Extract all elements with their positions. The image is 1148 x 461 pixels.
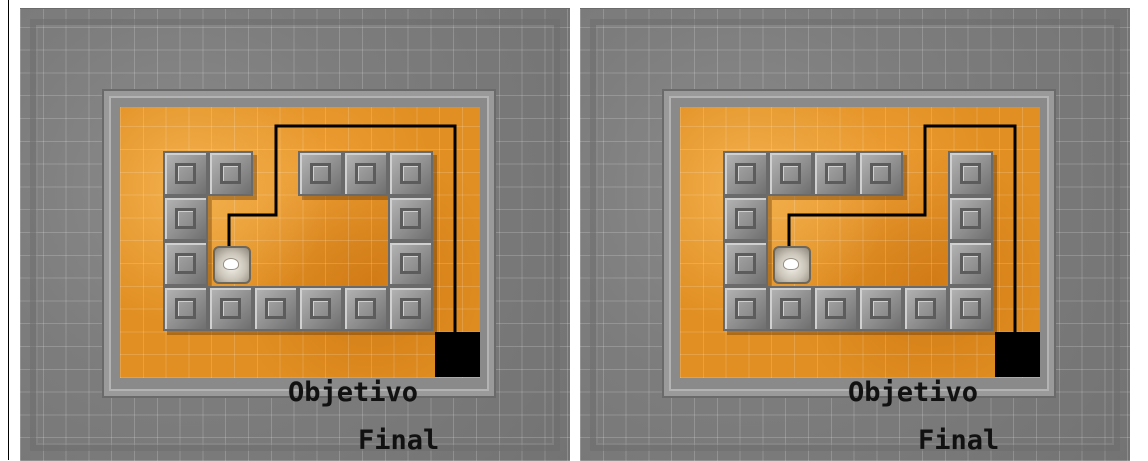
goal-label-line1: Objetivo — [288, 379, 418, 406]
level-panel-right: Objetivo Final — [580, 8, 1130, 461]
goal-label-line1: Objetivo — [848, 379, 978, 406]
goal-label-line2: Final — [358, 427, 439, 454]
level-panel-left: Objetivo Final — [20, 8, 570, 461]
goal-label-line2: Final — [918, 427, 999, 454]
left-edge-line — [8, 0, 9, 460]
